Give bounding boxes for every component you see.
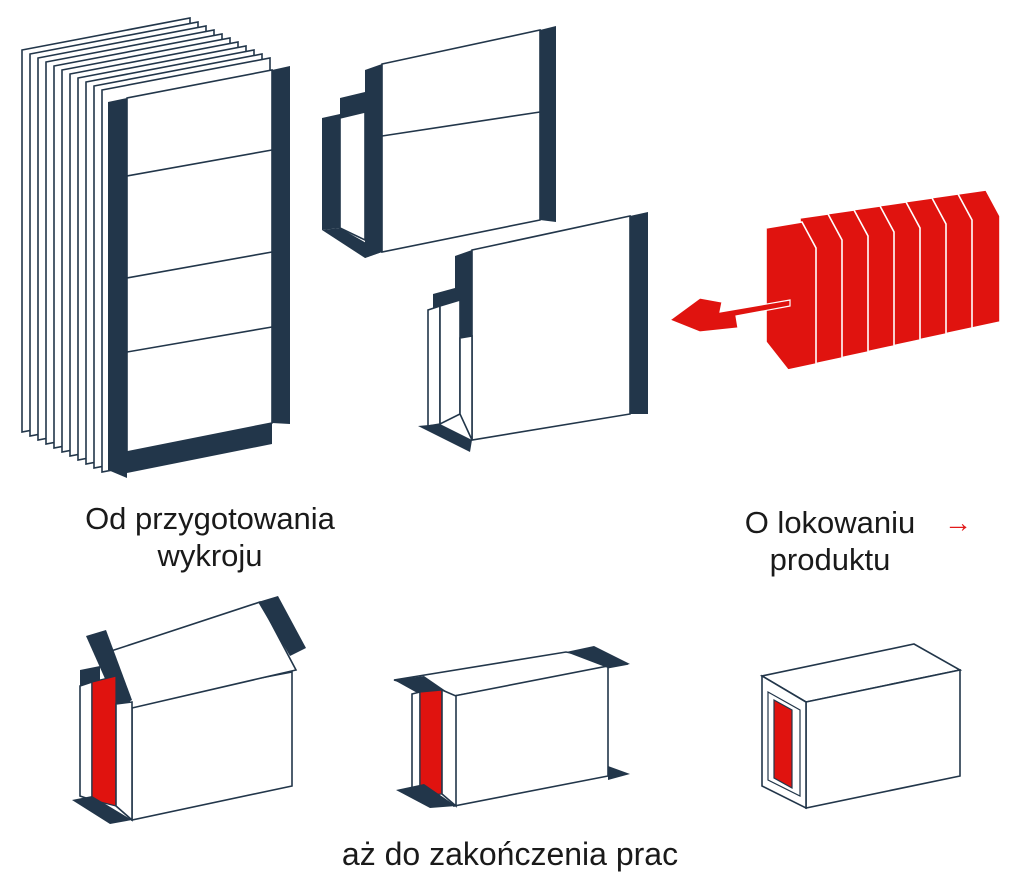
link-line1[interactable]: O lokowaniu — [744, 505, 916, 540]
product-placement-link-text[interactable]: O lokowaniu produktu — [720, 504, 940, 578]
link-line2[interactable]: produktu — [769, 542, 891, 577]
insert-direction-arrow — [668, 297, 791, 333]
product-placement-link[interactable]: O lokowaniu produktu → — [720, 504, 1020, 578]
caption-from-line2: wykroju — [157, 538, 263, 573]
box-closing-left — [72, 596, 306, 824]
folded-blank-bottom — [418, 212, 648, 452]
finished-box-right — [759, 643, 963, 810]
caption-from-preparation: Od przygotowania wykroju — [40, 500, 380, 574]
box-sealing-middle — [393, 646, 630, 808]
folded-blank-top — [322, 26, 556, 258]
caption-until-completion: aż do zakończenia prac — [341, 836, 679, 872]
arrow-right-icon[interactable]: → — [944, 507, 972, 538]
front-carton-blank — [108, 66, 290, 478]
red-product-stack — [765, 189, 1001, 371]
caption-from-line1: Od przygotowania — [85, 501, 335, 536]
